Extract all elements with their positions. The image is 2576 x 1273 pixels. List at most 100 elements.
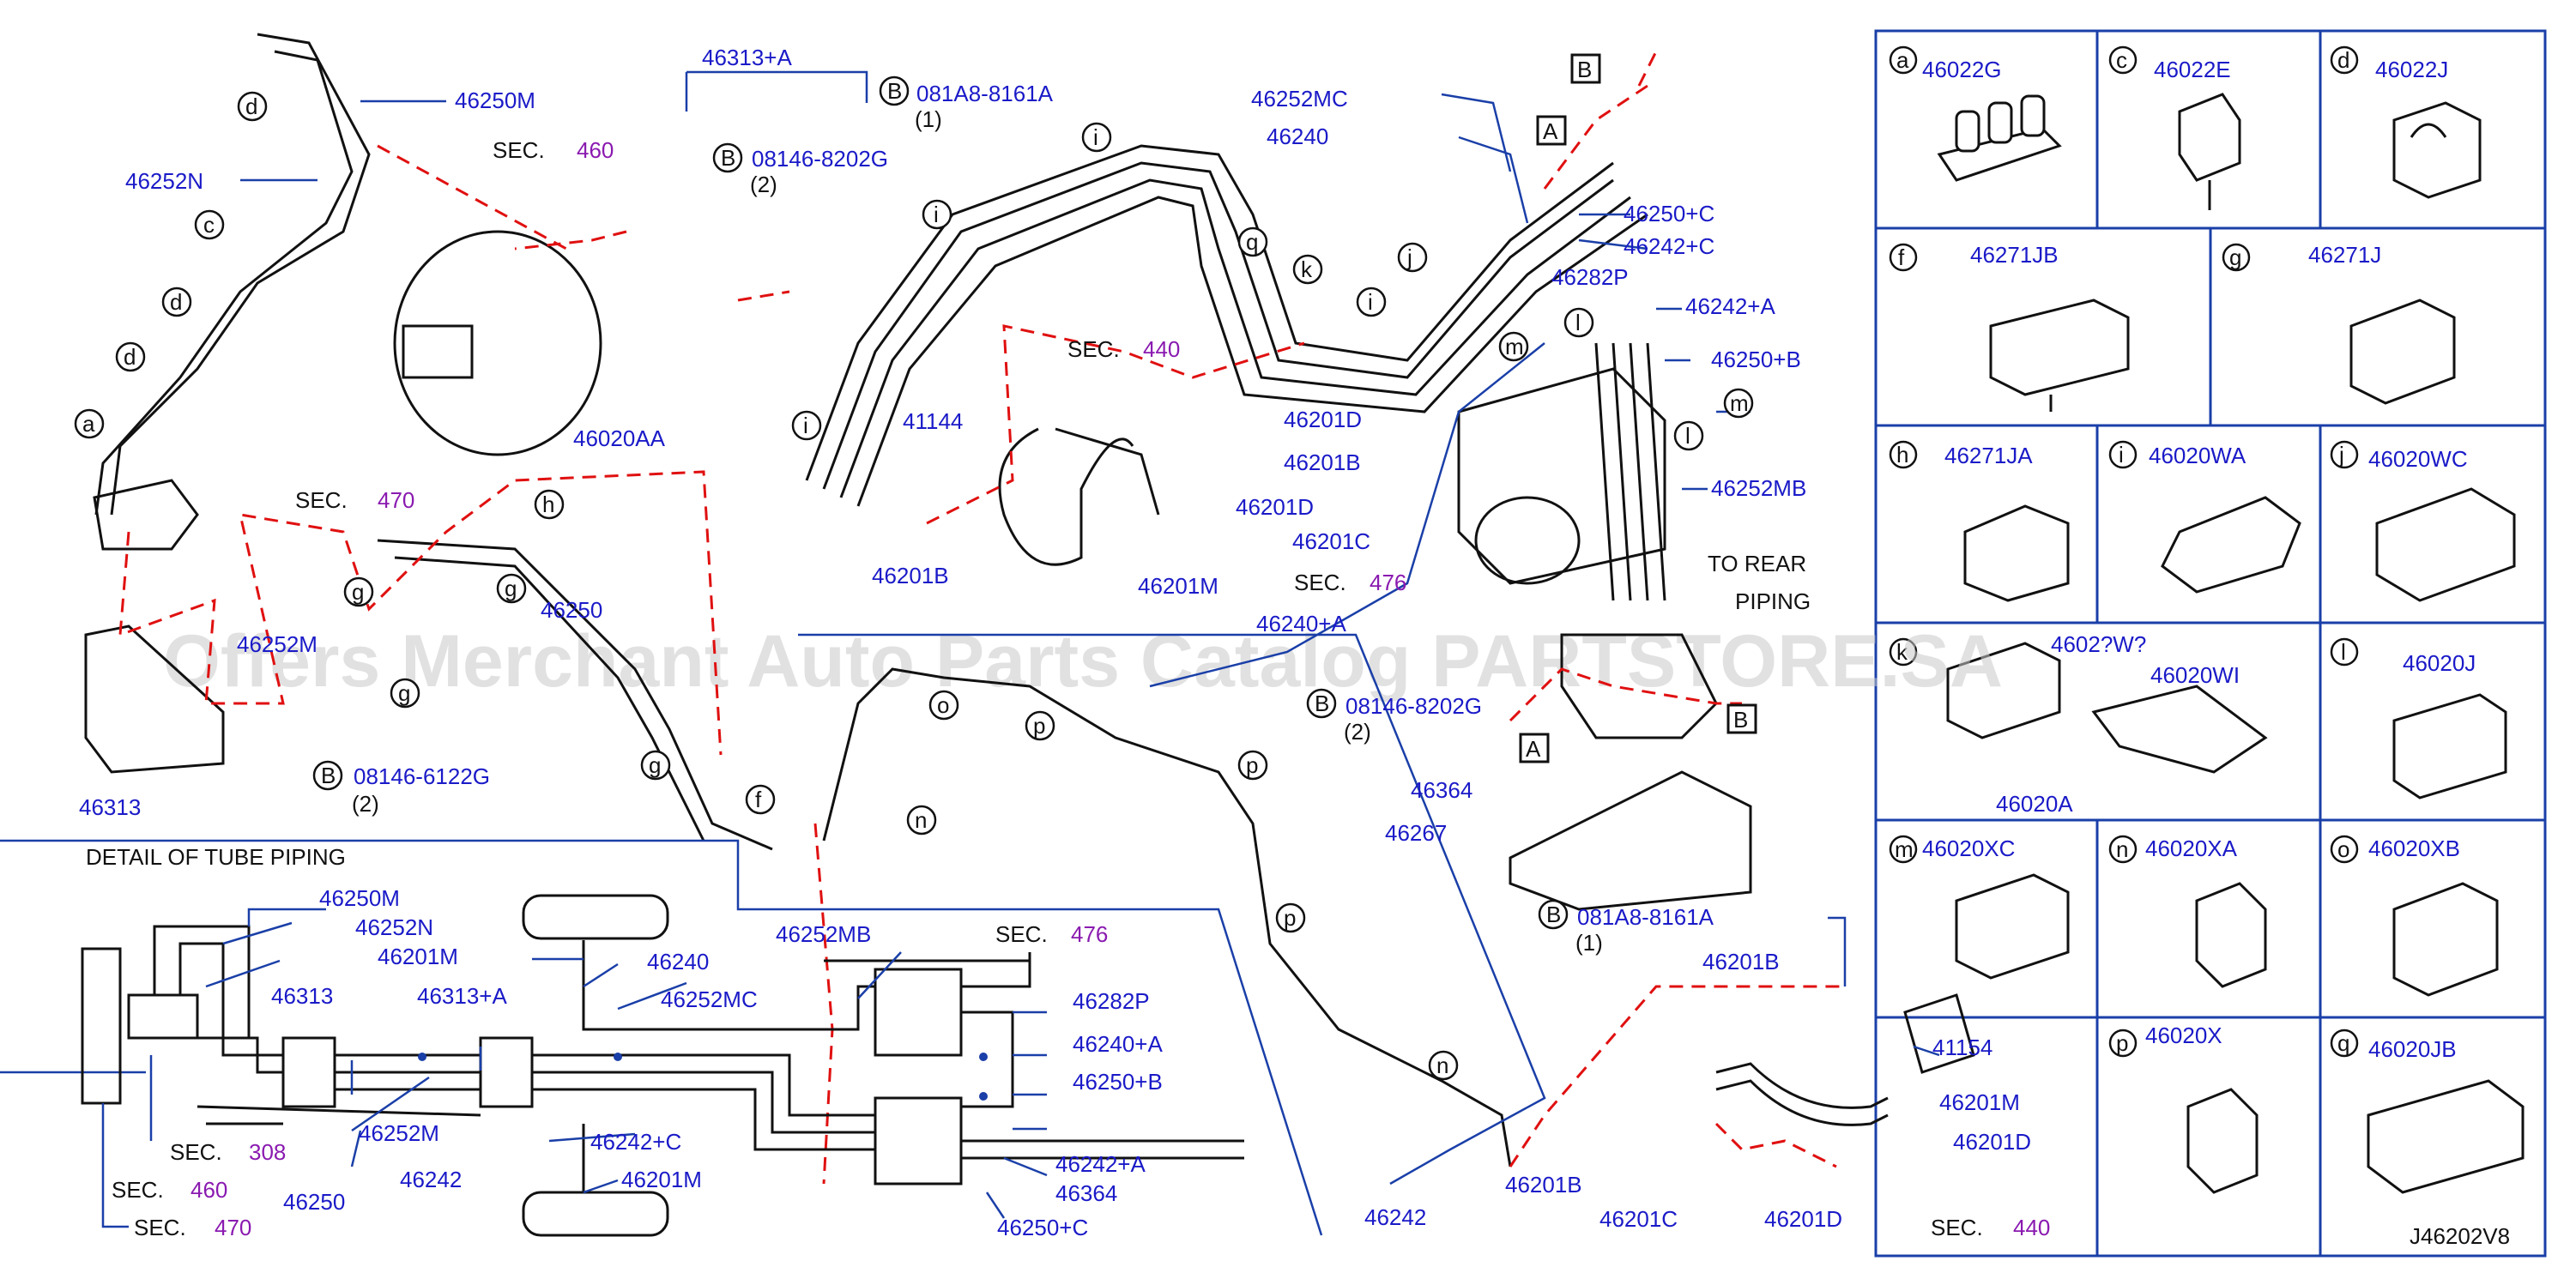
part-label-08146-8202G[interactable]: 08146-8202G [1345,693,1482,719]
detail-label-46313[interactable]: 46313 [271,983,333,1009]
part-label-46250[interactable]: 46250 [541,597,602,623]
part-label-46020AA[interactable]: 46020AA [573,425,666,451]
detail-label-46240A[interactable]: 46240+A [1073,1031,1163,1057]
detail-label-46250B[interactable]: 46250+B [1073,1069,1163,1095]
clip-part-number[interactable]: 46020A [1996,791,2073,817]
ref-letter: o [937,692,949,718]
part-label-46250M[interactable]: 46250M [455,87,535,113]
part-label-46201B[interactable]: 46201B [1702,949,1780,974]
detail-label-46313A[interactable]: 46313+A [417,983,507,1009]
clip-part-number[interactable]: 46020WA [2149,443,2246,468]
part-label-46252MB[interactable]: 46252MB [1711,475,1806,501]
part-label-46242[interactable]: 46242 [1364,1204,1426,1230]
detail-label-46282P[interactable]: 46282P [1073,988,1150,1014]
part-label-46240A[interactable]: 46240+A [1256,611,1346,636]
part-label-46201B[interactable]: 46201B [872,563,949,588]
clip-letter: g [2229,244,2241,270]
part-label-46201D[interactable]: 46201D [1764,1206,1842,1232]
clip-letter: h [1896,442,1908,468]
detail-label-46250M[interactable]: 46250M [319,885,400,911]
leader-lines [0,70,1940,1236]
detail-label-46240[interactable]: 46240 [647,949,709,974]
clip-letter: d [2337,47,2349,73]
part-label-46201C[interactable]: 46201C [1292,528,1370,554]
red-dashed-lines [118,51,1845,1185]
part-label-081A8[interactable]: 081A8-8161A [916,81,1054,106]
part-label-41154[interactable]: 41154 [1932,1035,1992,1060]
part-label-46242C[interactable]: 46242+C [1624,233,1714,259]
part-label-46201B[interactable]: 46201B [1284,449,1361,475]
part-label-46252M-partial[interactable]: 46252M [237,631,317,657]
clip-part-number[interactable]: 46020JB [2368,1036,2457,1062]
detail-label-46252N[interactable]: 46252N [355,914,433,940]
clip-part-number[interactable]: 46020X [2145,1023,2222,1048]
part-label-46282P[interactable]: 46282P [1551,264,1629,290]
sec-number-470[interactable]: 470 [215,1215,251,1240]
watermark: Offers Merchant Auto Parts Catalog PARTS… [163,620,2003,703]
clip-part-number[interactable]: 46020XC [1922,836,2015,861]
clip-part-number[interactable]: 46022G [1922,57,2002,82]
part-label-46242A[interactable]: 46242+A [1685,293,1775,319]
detail-label-46250[interactable]: 46250 [283,1189,345,1215]
clip-part-number[interactable]: 4602?W? [2051,631,2146,657]
clip-part-number[interactable]: 46020XB [2368,836,2460,861]
part-label-46201D[interactable]: 46201D [1953,1129,2031,1155]
part-label-46201M[interactable]: 46201M [1939,1089,2020,1115]
part-label-46201D[interactable]: 46201D [1284,407,1362,432]
part-label-46201C[interactable]: 46201C [1599,1206,1678,1232]
part-label-46267[interactable]: 46267 [1385,820,1447,846]
part-label-46252MC[interactable]: 46252MC [1251,86,1348,112]
part-label-46250B[interactable]: 46250+B [1711,347,1801,372]
ref-letter: p [1284,905,1296,931]
detail-label-46201M[interactable]: 46201M [621,1167,702,1192]
sec-number-308[interactable]: 308 [249,1139,286,1165]
part-label-41144[interactable]: 41144 [903,408,963,434]
sec-label: SEC. [493,137,545,163]
part-label-46201D[interactable]: 46201D [1236,494,1314,520]
sec-number-440[interactable]: 440 [2013,1215,2050,1240]
ref-letter: i [934,202,939,227]
detail-label-46252MB[interactable]: 46252MB [776,921,871,947]
clip-part-number[interactable]: 46022J [2375,57,2448,82]
detail-label-46201M[interactable]: 46201M [378,944,458,969]
sec-number-470[interactable]: 470 [378,487,414,513]
part-label-46250C[interactable]: 46250+C [1624,201,1714,226]
part-label-46252N[interactable]: 46252N [125,168,203,194]
detail-label-46242A[interactable]: 46242+A [1055,1151,1146,1177]
detail-label-46250C[interactable]: 46250+C [997,1215,1088,1240]
clip-part-number[interactable]: 46020WI [2150,662,2240,688]
part-label-46201B[interactable]: 46201B [1505,1172,1582,1198]
clip-grid: a 46022G c 46022E d 46022J f 46271JB g 4… [1874,29,2547,1258]
part-label-46364[interactable]: 46364 [1411,777,1472,803]
sec-number-460[interactable]: 460 [577,137,614,163]
clip-part-number[interactable]: 46271JB [1970,242,2059,268]
part-label-081A8[interactable]: 081A8-8161A [1577,904,1714,930]
clip-part-number[interactable]: 46271J [2308,242,2381,268]
part-label-08146-8202G[interactable]: 08146-8202G [752,146,888,172]
clip-part-number[interactable]: 46271JA [1944,443,2033,468]
ref-letter: m [1730,390,1749,416]
detail-label-46242[interactable]: 46242 [400,1167,462,1192]
part-label-46313A[interactable]: 46313+A [702,45,792,70]
part-label-46313[interactable]: 46313 [79,794,141,820]
clip-part-number[interactable]: 46022E [2154,57,2231,82]
sec-number-460[interactable]: 460 [190,1177,227,1203]
detail-label-46242C[interactable]: 46242+C [590,1129,681,1155]
letter-boxes: B A A B [1519,53,1757,763]
ref-letter: g [505,576,517,601]
detail-label-46364[interactable]: 46364 [1055,1180,1117,1206]
detail-label-46252M[interactable]: 46252M [359,1120,439,1146]
part-label-46201M[interactable]: 46201M [1138,573,1218,599]
detail-label-46252MC[interactable]: 46252MC [661,986,758,1012]
clip-part-number[interactable]: 46020J [2403,650,2476,676]
sec-number-476[interactable]: 476 [1370,570,1406,595]
part-label-08146-6122G[interactable]: 08146-6122G [354,763,490,789]
part-label-46240[interactable]: 46240 [1267,124,1328,149]
clip-letter: o [2337,836,2349,862]
clip-part-number[interactable]: 46020WC [2368,446,2468,472]
sec-label: SEC. [1931,1215,1983,1240]
sec-number-440[interactable]: 440 [1143,336,1180,362]
sec-label: SEC. [112,1177,164,1203]
sec-number-476[interactable]: 476 [1071,921,1108,947]
clip-part-number[interactable]: 46020XA [2145,836,2238,861]
